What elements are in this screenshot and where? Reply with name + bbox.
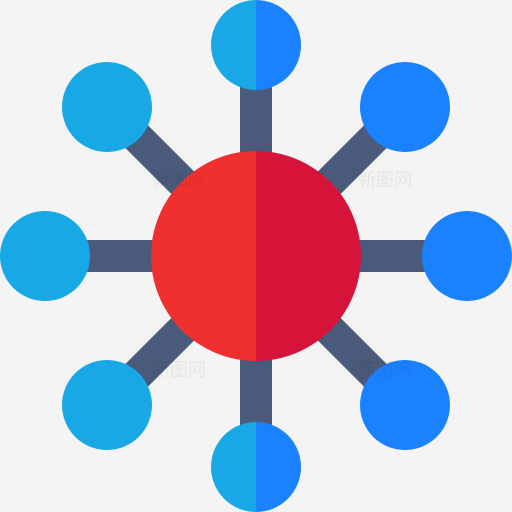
node-top [211,0,301,90]
node-right [422,211,512,301]
node-bottom-left [62,360,152,450]
node-top-left [62,62,152,152]
node-left [0,211,90,301]
node-top-right [360,62,450,152]
svg-text:新图网: 新图网 [152,360,206,381]
hub-circle [151,151,361,361]
svg-text:新图网: 新图网 [152,170,206,191]
watermark-pattern: 新图网 新图网 新图网 新图网 [152,170,412,381]
node-bottom-right [360,360,450,450]
node-bottom [211,422,301,512]
svg-text:新图网: 新图网 [358,360,412,381]
svg-text:新图网: 新图网 [358,170,412,191]
